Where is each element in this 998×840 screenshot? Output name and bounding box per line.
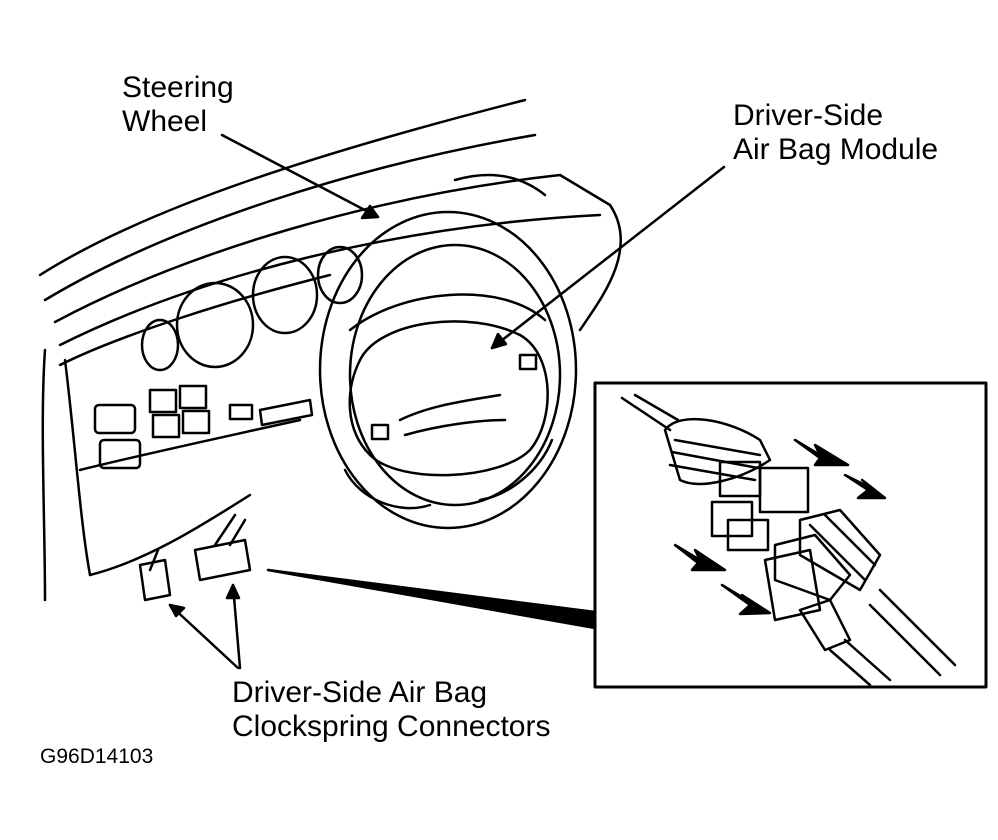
air-bag-module-label: Driver-Side Air Bag Module (733, 99, 938, 167)
steering-wheel-label-line1: Steering (122, 71, 234, 104)
connector-inset (593, 381, 988, 689)
leader-lines (168, 133, 726, 670)
air-bag-module (348, 320, 549, 477)
clockspring-connectors-label-line2: Clockspring Connectors (232, 710, 551, 743)
clockspring-connectors-label-line1: Driver-Side Air Bag (232, 676, 488, 709)
air-bag-module-label-line1: Driver-Side (733, 99, 884, 132)
clockspring-connectors (138, 513, 252, 602)
figure-code: G96D14103 (40, 745, 154, 768)
switch-panel (93, 384, 314, 470)
air-bag-module-label-line2: Air Bag Module (733, 133, 939, 166)
clockspring-connectors-label: Driver-Side Air Bag Clockspring Connecto… (232, 676, 550, 744)
instrument-gauges (140, 245, 364, 372)
steering-wheel-label-line2: Wheel (122, 105, 208, 138)
dashboard (38, 98, 622, 602)
steering-wheel-label: Steering Wheel (122, 71, 234, 139)
steering-wheel (318, 210, 578, 530)
